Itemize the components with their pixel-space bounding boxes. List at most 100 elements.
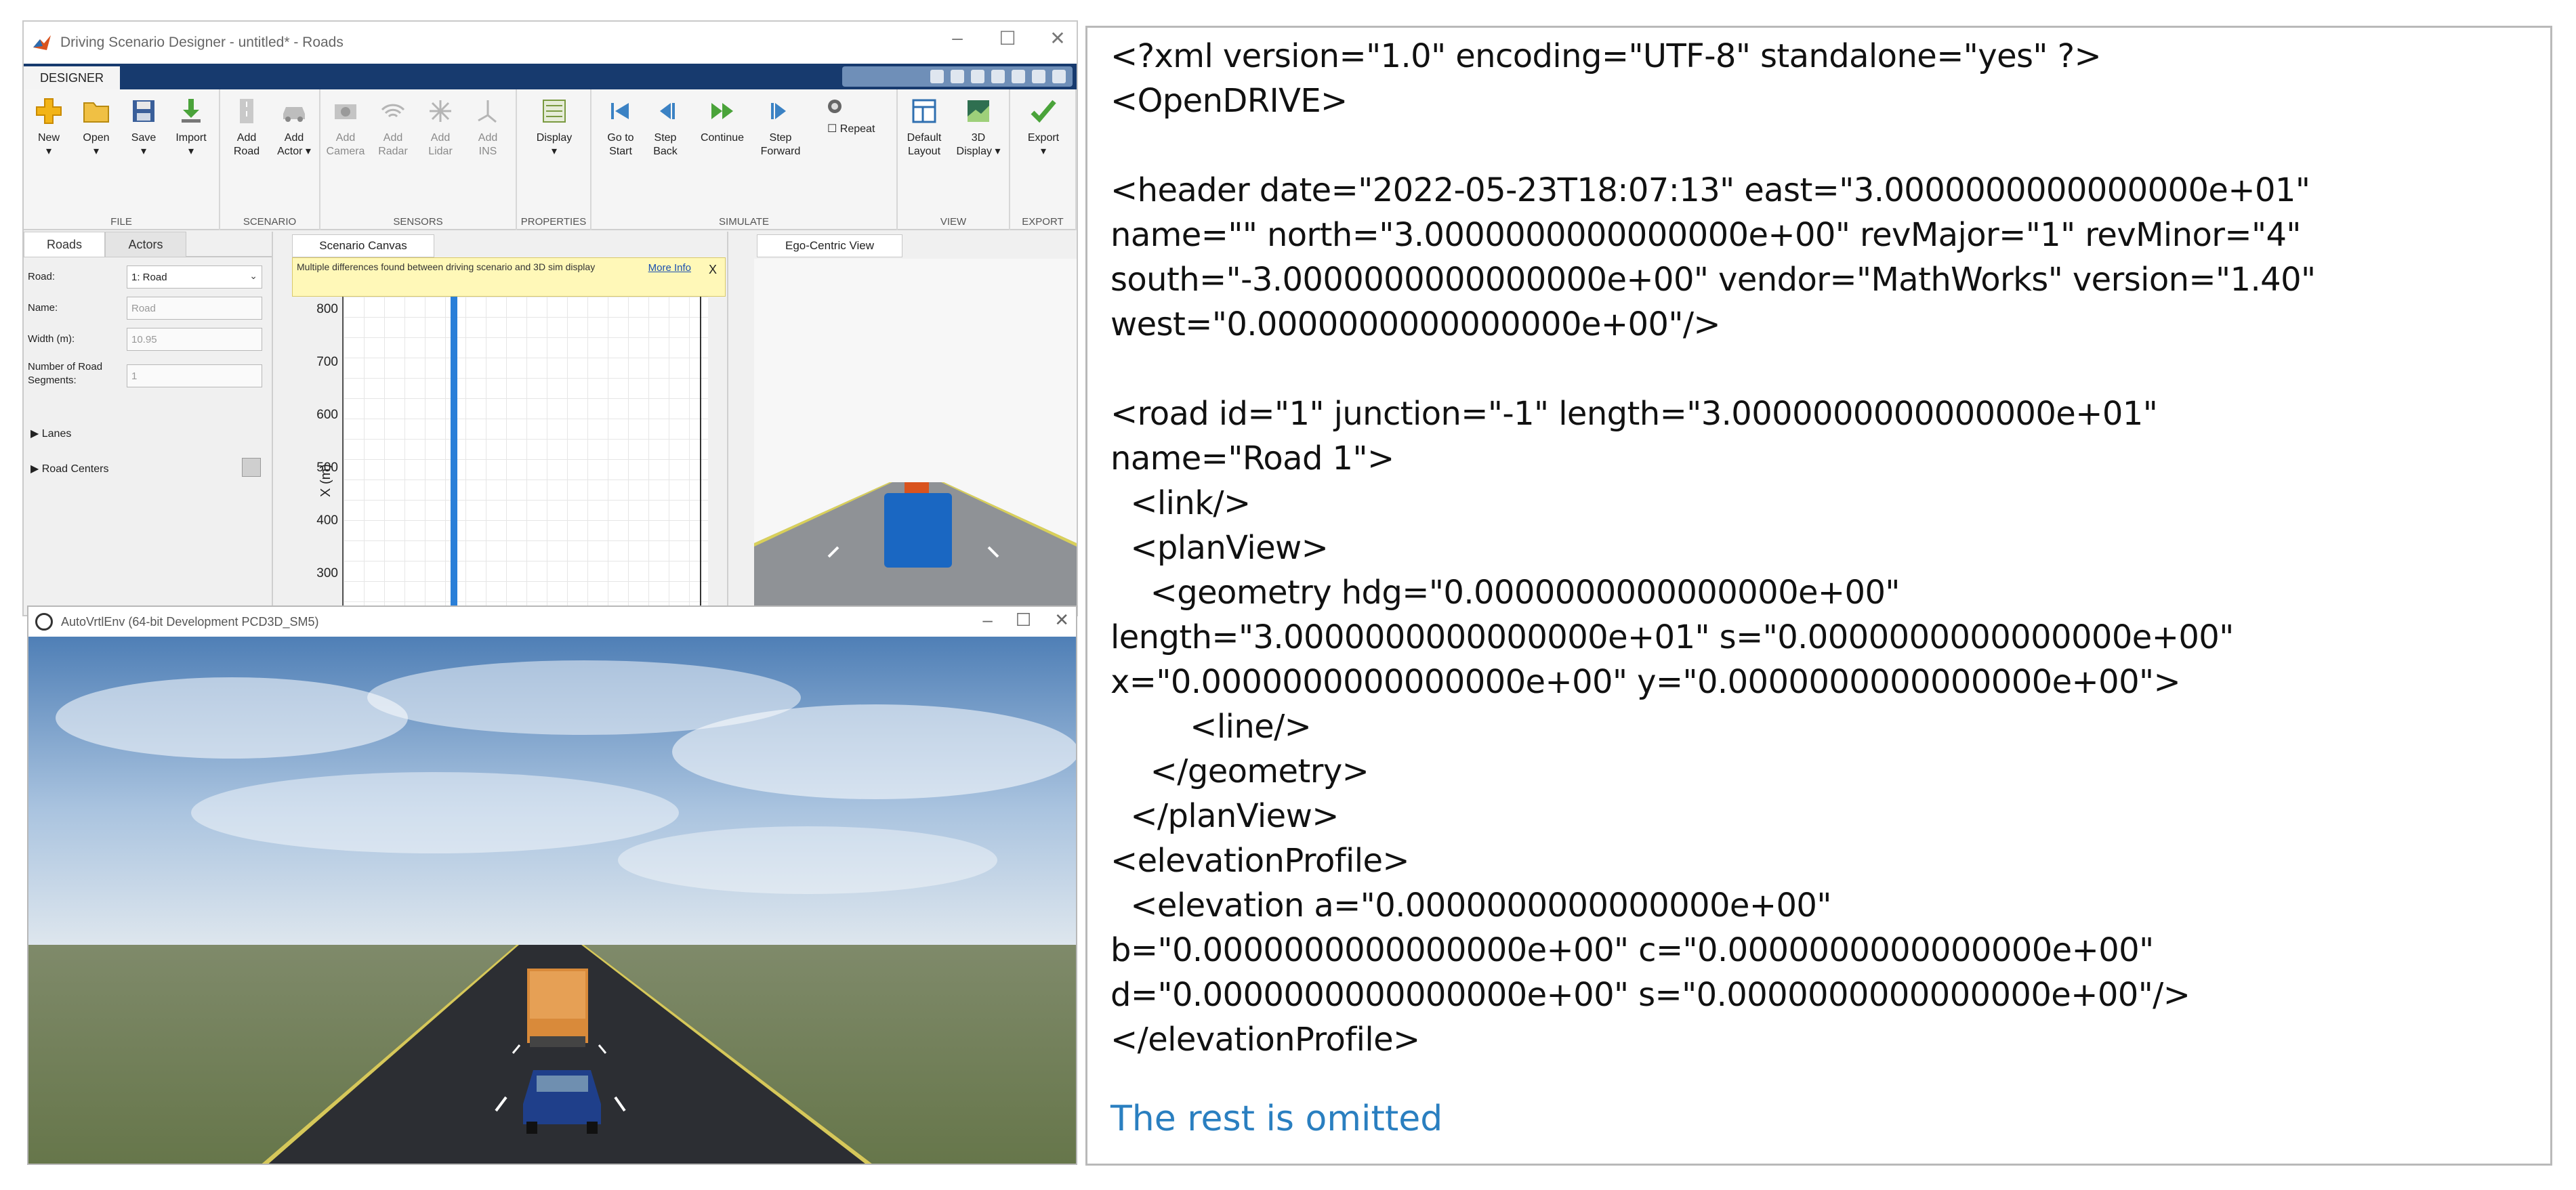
driving-scenario-designer-window: Driving Scenario Designer - untitled* - … <box>22 20 1078 616</box>
xml-line: name="" north="3.0000000000000000e+00" r… <box>1110 216 2301 254</box>
tab-designer[interactable]: DESIGNER <box>24 66 120 89</box>
add-road-label: Add Road <box>233 132 260 157</box>
road-select-value: 1: Road <box>131 271 167 283</box>
ribbon-group-properties: Display ▾ PROPERTIES <box>517 89 591 230</box>
add-lidar-label: Add Lidar <box>428 132 453 157</box>
3d-simulation-window: AutoVrtlEnv (64-bit Development PCD3D_SM… <box>27 605 1077 1165</box>
tab-actors[interactable]: Actors <box>105 232 186 257</box>
go-to-start-button[interactable]: Go to Start <box>598 96 643 158</box>
xml-line: d="0.0000000000000000e+00" s="0.00000000… <box>1110 976 2190 1014</box>
step-forward-label: Step Forward <box>760 132 801 157</box>
road-centers-table-button[interactable] <box>242 458 261 477</box>
checkmark-icon <box>1031 100 1056 123</box>
chevron-down-icon: ⌄ <box>249 270 257 281</box>
quick-undo-icon[interactable] <box>1012 70 1025 83</box>
road-centers-expander[interactable]: ▶ Road Centers <box>30 463 109 475</box>
panel-tabs: Roads Actors <box>24 232 272 257</box>
xml-line: south="-3.0000000000000000e+00" vendor="… <box>1110 261 2316 299</box>
display-button[interactable]: Display ▾ <box>532 96 577 158</box>
road-properties-panel: Roads Actors Road: 1: Road ⌄ Name: Road … <box>24 232 273 615</box>
sim-3d-scene[interactable] <box>28 637 1076 1164</box>
quick-copy-icon[interactable] <box>971 70 984 83</box>
name-field[interactable]: Road <box>127 297 262 320</box>
ribbon-group-simulate: Go to Start Step Back Continue Step Forw… <box>591 89 898 230</box>
width-label: Width (m): <box>28 333 75 345</box>
scenario-plot-area[interactable] <box>342 297 708 615</box>
step-back-button[interactable]: Step Back <box>643 96 688 158</box>
folder-icon <box>83 102 109 123</box>
new-button[interactable]: New ▾ <box>26 96 71 158</box>
xml-line: x="0.0000000000000000e+00" y="0.00000000… <box>1110 663 2181 701</box>
go-to-start-label: Go to Start <box>607 132 634 157</box>
new-label: New ▾ <box>37 132 60 157</box>
add-lidar-button[interactable]: Add Lidar <box>418 96 463 158</box>
quick-access-toolbar <box>842 66 1073 87</box>
quick-cut-icon[interactable] <box>951 70 964 83</box>
xml-line: <road id="1" junction="-1" length="3.000… <box>1110 395 2158 433</box>
save-button[interactable]: Save ▾ <box>121 96 166 158</box>
quick-redo-icon[interactable] <box>1032 70 1045 83</box>
add-actor-button[interactable]: Add Actor ▾ <box>272 96 316 158</box>
name-label: Name: <box>28 302 58 314</box>
ribbon-group-export: Export ▾ EXPORT <box>1010 89 1077 230</box>
scenario-canvas-panel: Scenario Canvas 800 700 600 500 400 300 … <box>274 232 728 615</box>
import-button[interactable]: Import ▾ <box>169 96 213 158</box>
quick-save-icon[interactable] <box>930 70 944 83</box>
sim-minimize-button[interactable]: – <box>982 610 993 630</box>
group-label-scenario: SCENARIO <box>243 216 297 228</box>
3d-display-button[interactable]: 3D Display ▾ <box>956 96 1001 158</box>
sim-maximize-button[interactable]: ☐ <box>1015 610 1032 630</box>
play-icon <box>711 103 733 119</box>
xml-line: <?xml version="1.0" encoding="UTF-8" sta… <box>1110 37 2102 75</box>
segments-field[interactable]: 1 <box>127 364 262 387</box>
ribbon-tab-strip: DESIGNER <box>24 64 1077 89</box>
step-forward-button[interactable]: Step Forward <box>758 96 803 158</box>
road-in-canvas[interactable] <box>451 297 457 615</box>
title-bar: Driving Scenario Designer - untitled* - … <box>24 22 1077 64</box>
close-button[interactable]: ✕ <box>1050 28 1066 49</box>
help-icon[interactable] <box>1052 70 1066 83</box>
xml-line: west="0.0000000000000000e+00"/> <box>1110 305 1721 343</box>
display-icon <box>543 100 566 123</box>
stop-record-icon[interactable] <box>826 98 844 115</box>
repeat-checkbox[interactable]: ☐ Repeat <box>827 123 875 135</box>
add-ins-button[interactable]: Add INS <box>465 96 510 158</box>
open-button[interactable]: Open ▾ <box>74 96 119 158</box>
sim-window-controls: – ☐ ✕ <box>982 610 1069 631</box>
add-camera-button[interactable]: Add Camera <box>323 96 368 158</box>
default-layout-label: Default Layout <box>907 132 942 157</box>
skip-back-icon <box>611 103 629 119</box>
new-plus-icon <box>36 98 62 124</box>
tab-roads[interactable]: Roads <box>24 232 105 257</box>
ego-centric-view-panel: Ego-Centric View <box>730 232 1077 615</box>
add-radar-button[interactable]: Add Radar <box>371 96 415 158</box>
xml-line: <header date="2022-05-23T18:07:13" east=… <box>1110 171 2310 209</box>
warning-close-button[interactable]: X <box>708 263 717 276</box>
xml-line: <planView> <box>1110 529 1329 567</box>
sim-close-button[interactable]: ✕ <box>1054 610 1069 630</box>
ribbon-group-scenario: Add Road Add Actor ▾ SCENARIO <box>220 89 320 230</box>
y-tick-label: 300 <box>316 566 338 580</box>
car-icon <box>283 107 305 122</box>
3d-display-icon <box>968 100 989 122</box>
floppy-disk-icon <box>133 100 154 122</box>
minimize-button[interactable]: – <box>952 27 963 48</box>
xml-line: </planView> <box>1110 797 1339 835</box>
maximize-button[interactable]: ☐ <box>999 28 1016 49</box>
default-layout-button[interactable]: Default Layout <box>902 96 947 158</box>
y-tick-label: 700 <box>316 355 338 369</box>
continue-button[interactable]: Continue <box>694 96 750 145</box>
width-field[interactable]: 10.95 <box>127 328 262 351</box>
lanes-expander[interactable]: ▶ Lanes <box>30 428 72 440</box>
add-actor-label: Add Actor ▾ <box>277 132 311 157</box>
road-select[interactable]: 1: Road ⌄ <box>127 265 262 289</box>
ego-scene-illustration <box>754 482 1077 615</box>
ins-icon <box>478 100 497 123</box>
more-info-link[interactable]: More Info <box>648 262 691 274</box>
tab-ego-centric-view[interactable]: Ego-Centric View <box>757 234 902 257</box>
add-road-button[interactable]: Add Road <box>224 96 269 158</box>
quick-paste-icon[interactable] <box>991 70 1005 83</box>
export-button[interactable]: Export ▾ <box>1021 96 1066 158</box>
tab-scenario-canvas[interactable]: Scenario Canvas <box>292 234 434 257</box>
window-controls: – ☐ ✕ <box>945 27 1070 49</box>
